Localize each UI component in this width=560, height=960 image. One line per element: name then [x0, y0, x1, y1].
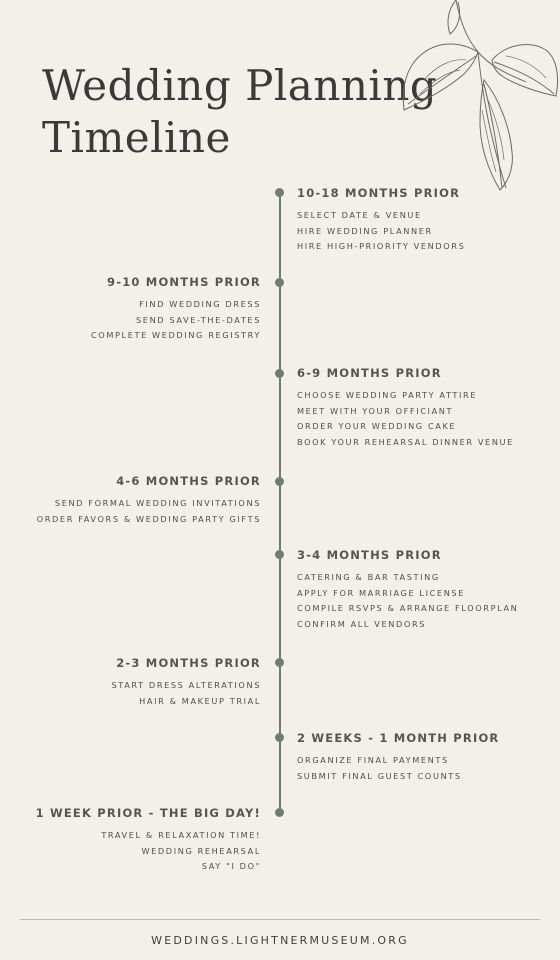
timeline-heading: 9-10 MONTHS PRIOR	[107, 275, 261, 289]
timeline-task: COMPILE RSVPS & ARRANGE FLOORPLAN	[297, 603, 519, 613]
timeline-entry: 2 WEEKS - 1 MONTH PRIOR ORGANIZE FINAL P…	[297, 731, 500, 784]
timeline-marker	[275, 808, 284, 817]
timeline-task: SAY "I DO"	[201, 861, 261, 871]
timeline-marker	[275, 658, 284, 667]
timeline-marker	[275, 550, 284, 559]
timeline-marker	[275, 733, 284, 742]
timeline-marker	[275, 188, 284, 197]
page-title: Wedding Planning Timeline	[42, 60, 437, 164]
timeline-task: CONFIRM ALL VENDORS	[297, 618, 427, 629]
timeline-entry: 3-4 MONTHS PRIOR CATERING & BAR TASTING …	[297, 548, 518, 632]
timeline-task: HIRE WEDDING PLANNER	[297, 225, 433, 236]
timeline-task: HAIR & MAKEUP TRIAL	[139, 695, 261, 706]
timeline-task: SEND SAVE-THE-DATES	[136, 314, 261, 325]
timeline-entry: 1 WEEK PRIOR - THE BIG DAY! TRAVEL & REL…	[36, 806, 261, 875]
timeline-entry: 6-9 MONTHS PRIOR CHOOSE WEDDING PARTY AT…	[297, 366, 514, 450]
timeline-entry: 2-3 MONTHS PRIOR START DRESS ALTERATIONS…	[111, 656, 261, 709]
timeline-heading: 4-6 MONTHS PRIOR	[116, 474, 261, 488]
footer-url[interactable]: WEDDINGS.LIGHTNERMUSEUM.ORG	[151, 934, 409, 947]
timeline-entry: 10-18 MONTHS PRIOR SELECT DATE & VENUE H…	[297, 186, 465, 255]
timeline-marker	[275, 278, 284, 287]
timeline-task: SUBMIT FINAL GUEST COUNTS	[297, 770, 462, 781]
timeline-task: SEND FORMAL WEDDING INVITATIONS	[54, 498, 261, 508]
timeline-heading: 1 WEEK PRIOR - THE BIG DAY!	[35, 806, 261, 820]
timeline-task: COMPLETE WEDDING REGISTRY	[90, 330, 261, 340]
timeline-task: MEET WITH YOUR OFFICIANT	[297, 405, 454, 416]
timeline-task: APPLY FOR MARRIAGE LICENSE	[297, 587, 465, 598]
timeline-task: WEDDING REHEARSAL	[141, 845, 261, 856]
timeline-task: HIRE HIGH-PRIORITY VENDORS	[297, 241, 466, 251]
timeline-axis	[279, 192, 281, 814]
page-title-line1: Wedding Planning	[42, 61, 438, 110]
timeline-marker	[275, 477, 284, 486]
timeline-task: FIND WEDDING DRESS	[139, 299, 261, 309]
timeline-task: ORDER YOUR WEDDING CAKE	[297, 421, 457, 431]
timeline-task: TRAVEL & RELAXATION TIME!	[101, 830, 261, 840]
timeline-heading: 6-9 MONTHS PRIOR	[297, 366, 442, 380]
timeline-task: START DRESS ALTERATIONS	[111, 680, 261, 690]
timeline-entry: 9-10 MONTHS PRIOR FIND WEDDING DRESS SEN…	[91, 275, 261, 344]
timeline-entry: 4-6 MONTHS PRIOR SEND FORMAL WEDDING INV…	[37, 474, 261, 527]
timeline-heading: 2 WEEKS - 1 MONTH PRIOR	[297, 731, 500, 745]
footer-divider	[20, 919, 540, 920]
timeline-task: CATERING & BAR TASTING	[297, 572, 440, 582]
timeline-heading: 10-18 MONTHS PRIOR	[297, 186, 461, 200]
page-title-line2: Timeline	[42, 113, 231, 162]
timeline-marker	[275, 369, 284, 378]
timeline-task: ORGANIZE FINAL PAYMENTS	[297, 755, 449, 765]
timeline-task: BOOK YOUR REHEARSAL DINNER VENUE	[297, 436, 514, 447]
timeline-heading: 2-3 MONTHS PRIOR	[116, 656, 261, 670]
leaf-illustration-icon	[402, 0, 559, 191]
timeline-task: SELECT DATE & VENUE	[297, 210, 422, 220]
timeline-heading: 3-4 MONTHS PRIOR	[297, 548, 442, 562]
timeline-task: CHOOSE WEDDING PARTY ATTIRE	[297, 390, 478, 400]
timeline-task: ORDER FAVORS & WEDDING PARTY GIFTS	[36, 513, 261, 524]
